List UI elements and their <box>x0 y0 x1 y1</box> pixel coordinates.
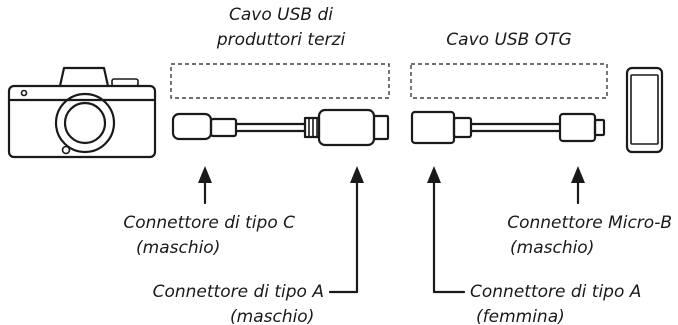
type-a-female-label-line1: Connettore di tipo A <box>470 282 641 302</box>
otg-cable-label: Cavo USB OTG <box>446 30 571 50</box>
type-a-male-plug <box>317 108 376 147</box>
type-c-label-line1: Connettore di tipo C <box>123 213 295 233</box>
type-c-label-line2: (maschio) <box>136 238 220 258</box>
third-party-cable-box <box>170 63 390 99</box>
type-a-female-socket <box>410 110 456 145</box>
otg-usb-cable <box>410 110 606 145</box>
type-a-male-arrow <box>328 166 364 294</box>
type-a-female-arrow <box>427 166 466 294</box>
micro-b-arrow <box>571 166 585 205</box>
micro-b-plug <box>558 112 597 143</box>
camera-icon <box>7 66 157 159</box>
type-a-male-label-line1: Connettore di tipo A <box>153 282 324 302</box>
micro-b-label-line2: (maschio) <box>510 238 594 258</box>
micro-b-label-line1: Connettore Micro-B <box>507 213 672 233</box>
third-party-cable-label-line1: Cavo USB di <box>229 5 333 25</box>
smartphone-icon <box>625 66 664 154</box>
type-a-female-label-line2: (femmina) <box>476 307 565 325</box>
third-party-usb-cable <box>171 108 390 147</box>
type-a-male-label-line2: (maschio) <box>230 307 314 325</box>
type-c-arrow <box>198 166 212 205</box>
type-c-plug <box>171 112 213 141</box>
otg-cable-box <box>410 63 608 99</box>
third-party-cable-label-line2: produttori terzi <box>216 30 346 50</box>
